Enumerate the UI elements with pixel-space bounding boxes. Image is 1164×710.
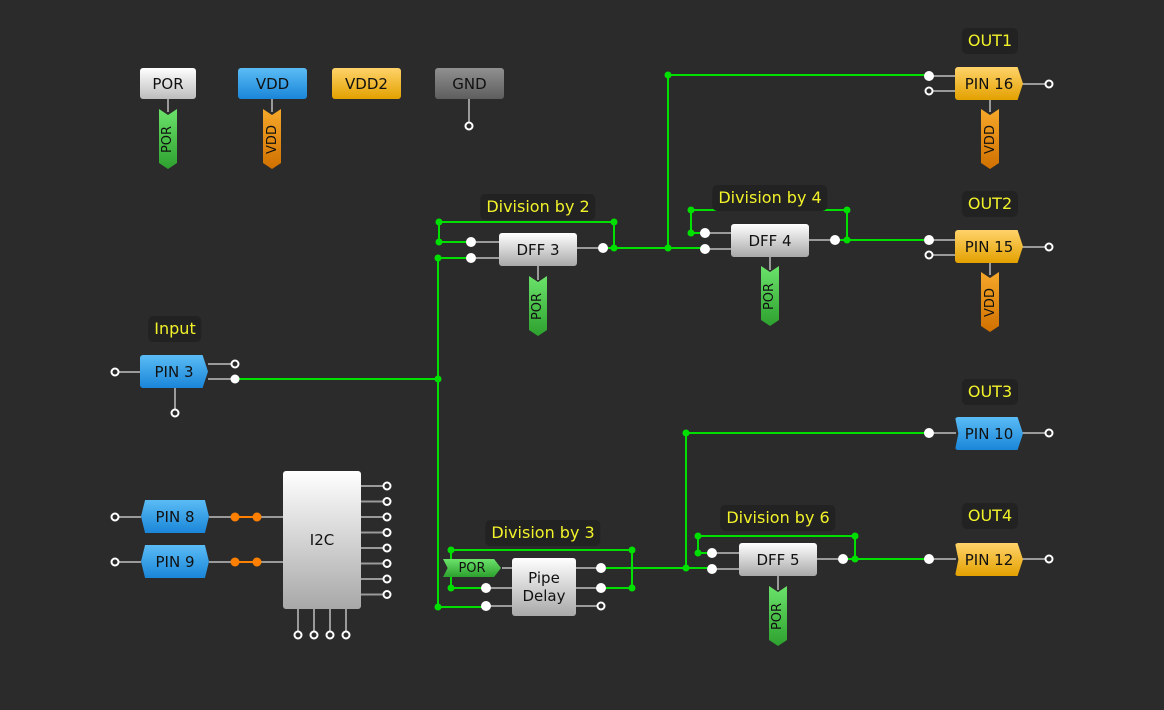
i2c-block[interactable]: I2C (283, 471, 361, 609)
i2c-output-terminal (382, 512, 392, 522)
div3-label: Division by 3 (485, 520, 601, 546)
i2c-output-terminal (382, 559, 392, 568)
pin15-vdd-flag: VDD (981, 272, 999, 332)
pin10[interactable]: PIN 10 (955, 417, 1023, 450)
div2-label: Division by 2 (480, 194, 596, 220)
gnd-block[interactable]: GND (435, 68, 504, 99)
pin12[interactable]: PIN 12 (955, 543, 1023, 576)
pin15[interactable]: PIN 15 (955, 230, 1023, 263)
pipe-delay-block[interactable]: Pipe Delay (512, 558, 576, 616)
vdd-block[interactable]: VDD (238, 68, 307, 99)
dff3-block[interactable]: DFF 3 (499, 233, 577, 266)
i2c-output-terminal (382, 497, 392, 506)
i2c-bottom-terminal (325, 630, 335, 640)
dff5-por-flag: POR (769, 586, 787, 646)
i2c-bottom-terminal (309, 630, 319, 640)
i2c-output-terminal (382, 481, 392, 491)
i2c-bottom-terminal (341, 630, 351, 640)
out1-label: OUT1 (961, 28, 1019, 54)
vdd2-block[interactable]: VDD2 (332, 68, 401, 99)
dff3-por-flag: POR (529, 276, 547, 336)
dff4-por-flag: POR (761, 266, 779, 326)
pin9[interactable]: PIN 9 (141, 545, 209, 578)
i2c-output-terminal (382, 574, 392, 584)
out3-label: OUT3 (961, 379, 1019, 405)
i2c-output-terminal (382, 543, 392, 553)
pin8[interactable]: PIN 8 (141, 500, 209, 533)
i2c-output-terminal (382, 528, 392, 537)
input-label: Input (148, 316, 202, 342)
vdd2-block-label: VDD2 (345, 74, 388, 93)
gnd-block-label: GND (452, 74, 487, 93)
dff4-block[interactable]: DFF 4 (731, 224, 809, 257)
por-flag: POR (159, 109, 177, 169)
div6-label: Division by 6 (720, 505, 836, 531)
pipe-delay-por-flag: POR (443, 559, 501, 577)
pin16-vdd-flag: VDD (981, 109, 999, 169)
i2c-bottom-terminal (293, 630, 303, 640)
por-block[interactable]: POR (140, 68, 196, 99)
dff5-block[interactable]: DFF 5 (739, 543, 817, 576)
vdd-flag: VDD (263, 109, 281, 169)
vdd-block-label: VDD (255, 74, 290, 93)
out4-label: OUT4 (961, 503, 1019, 529)
out2-label: OUT2 (961, 191, 1019, 217)
pin16[interactable]: PIN 16 (955, 67, 1023, 100)
pin3[interactable]: PIN 3 (140, 355, 208, 388)
por-block-label: POR (152, 74, 184, 93)
i2c-output-terminal (382, 590, 392, 599)
div4-label: Division by 4 (712, 185, 828, 211)
